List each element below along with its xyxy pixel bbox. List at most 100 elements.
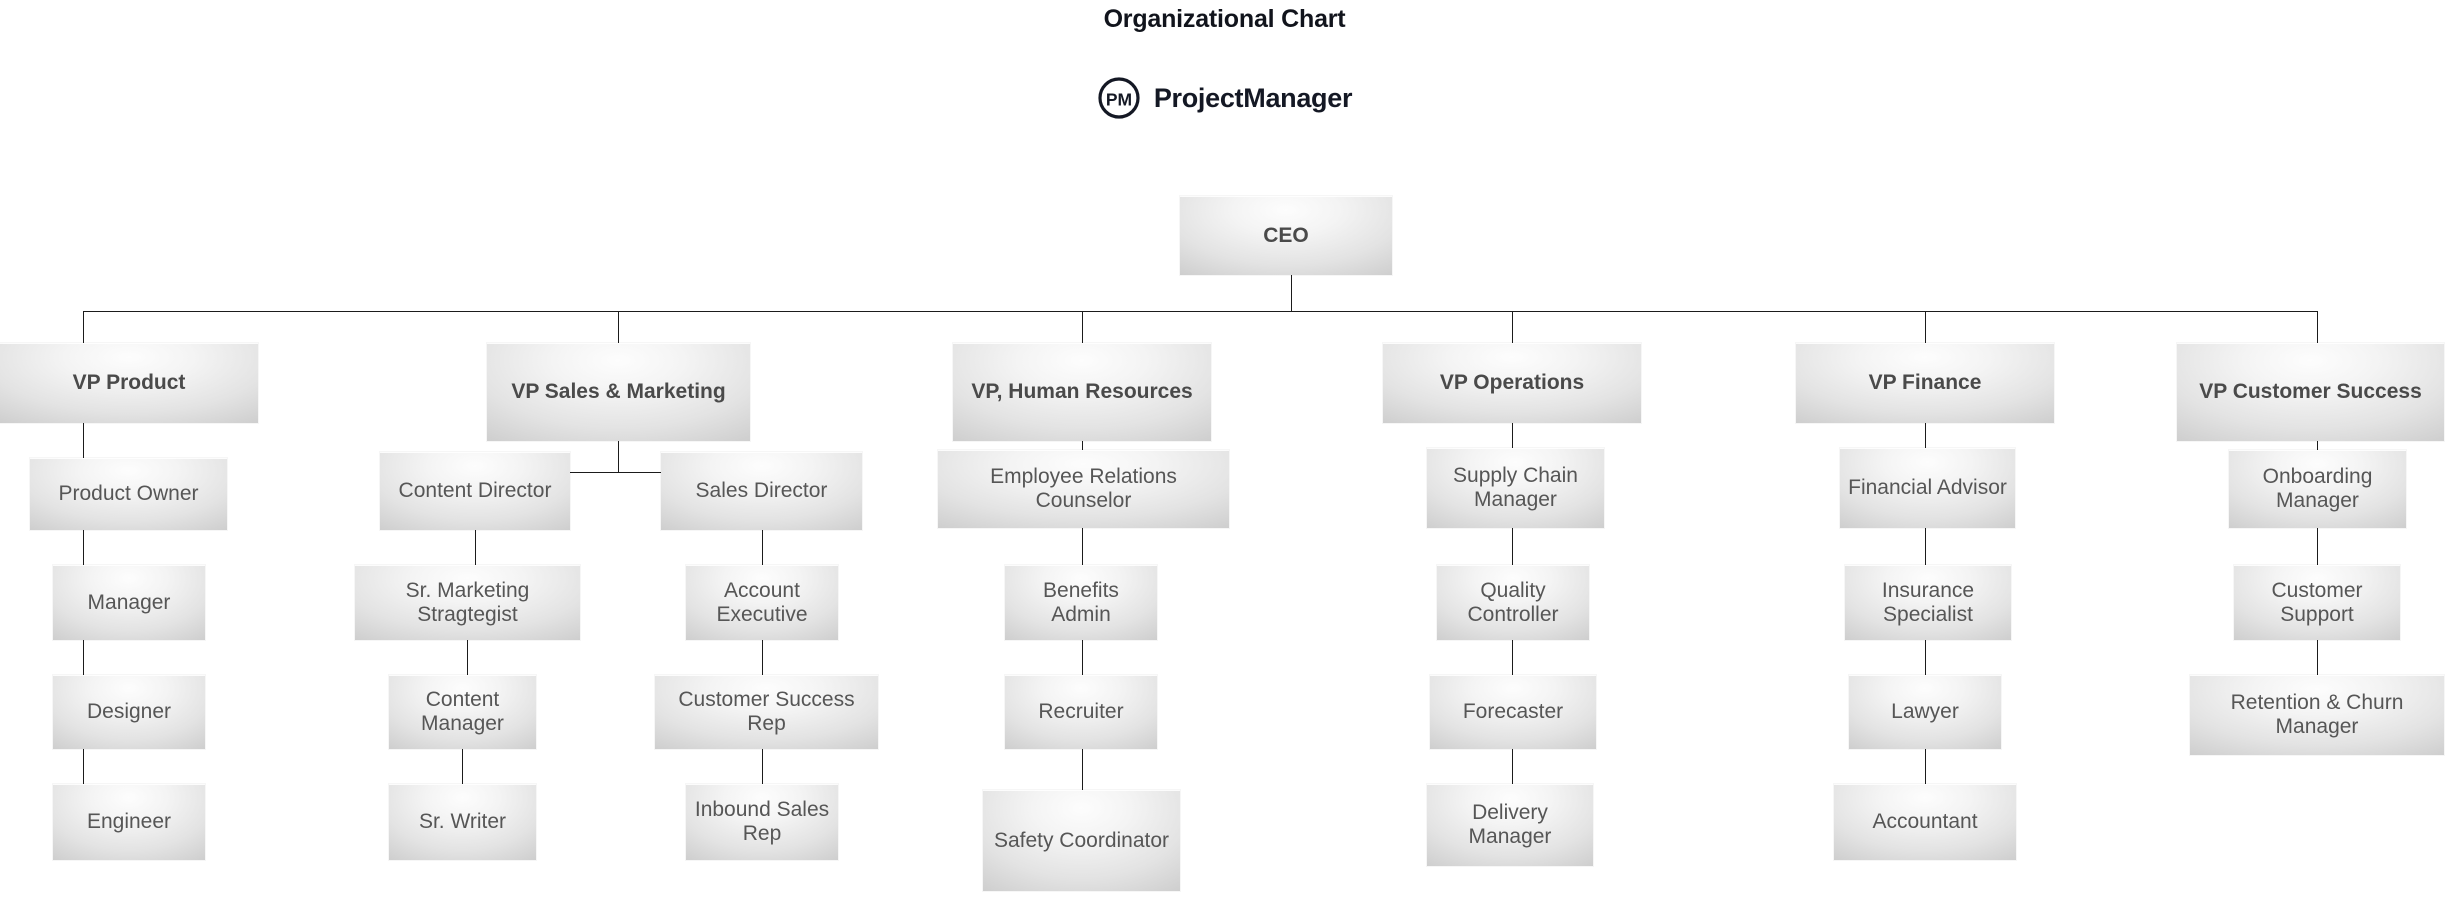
node-lawyer[interactable]: Lawyer xyxy=(1849,675,2001,749)
node-content-director[interactable]: Content Director xyxy=(380,452,570,530)
node-employee-relations-counselor[interactable]: Employee Relations Counselor xyxy=(938,450,1229,528)
node-label: Manager xyxy=(87,590,171,614)
connector-top-bus xyxy=(83,311,2317,312)
node-vp-sales-marketing[interactable]: VP Sales & Marketing xyxy=(487,343,750,441)
node-sr-writer[interactable]: Sr. Writer xyxy=(389,784,536,860)
connector-forecaster-to-delivery-manager xyxy=(1512,749,1513,784)
connector-benefits-admin-to-recruiter xyxy=(1082,640,1083,675)
node-label: Insurance Specialist xyxy=(1881,578,1975,626)
node-label: Customer Success Rep xyxy=(678,688,855,735)
node-vp-hr[interactable]: VP, Human Resources xyxy=(953,343,1211,441)
node-label: Quality Controller xyxy=(1467,578,1559,626)
connector-vp-operations-to-supply-chain xyxy=(1512,423,1513,448)
node-product-owner[interactable]: Product Owner xyxy=(30,458,227,530)
node-label: Designer xyxy=(86,700,172,724)
connector-bus-drop-vp-product xyxy=(83,311,84,343)
node-label: Accountant xyxy=(1872,810,1978,834)
node-insurance-specialist[interactable]: Insurance Specialist xyxy=(1845,565,2011,640)
connector-designer-to-engineer xyxy=(83,749,84,784)
connector-sales-director-to-account-executive xyxy=(762,530,763,565)
node-label: VP Operations xyxy=(1439,371,1585,395)
connector-account-executive-to-customer-success-rep xyxy=(762,640,763,675)
node-manager[interactable]: Manager xyxy=(53,565,205,640)
node-engineer[interactable]: Engineer xyxy=(53,784,205,860)
connector-recruiter-to-safety-coordinator xyxy=(1082,749,1083,790)
node-account-executive[interactable]: Account Executive xyxy=(686,565,838,640)
node-label: VP Sales & Marketing xyxy=(511,380,726,404)
node-label: VP Product xyxy=(72,371,186,395)
connector-content-manager-to-sr-writer xyxy=(462,749,463,784)
node-label: Content Director xyxy=(398,479,552,503)
connector-bus-drop-vp-operations xyxy=(1512,311,1513,343)
connector-sr-marketing-to-content-manager xyxy=(467,640,468,675)
node-label: Inbound Sales Rep xyxy=(694,798,830,845)
node-label: Onboarding Manager xyxy=(2262,465,2373,512)
node-label: Recruiter xyxy=(1038,700,1124,724)
node-label: Engineer xyxy=(86,810,172,834)
connector-lawyer-to-accountant xyxy=(1925,749,1926,784)
node-onboarding-manager[interactable]: Onboarding Manager xyxy=(2229,450,2406,528)
pm-logo-text: PM xyxy=(1106,90,1132,110)
node-accountant[interactable]: Accountant xyxy=(1834,784,2016,860)
node-label: VP, Human Resources xyxy=(971,380,1193,404)
connector-employee-relations-to-benefits-admin xyxy=(1082,528,1083,565)
node-customer-support[interactable]: Customer Support xyxy=(2234,565,2400,640)
connector-onboarding-to-customer-support xyxy=(2317,528,2318,565)
node-vp-finance[interactable]: VP Finance xyxy=(1796,343,2054,423)
node-label: Retention & Churn Manager xyxy=(2230,691,2404,738)
node-content-manager[interactable]: Content Manager xyxy=(389,675,536,749)
node-retention-churn-manager[interactable]: Retention & Churn Manager xyxy=(2190,675,2444,755)
node-vp-customer-success[interactable]: VP Customer Success xyxy=(2177,343,2444,441)
connector-vp-finance-to-financial-advisor xyxy=(1925,423,1926,448)
node-label: Sales Director xyxy=(695,479,828,503)
node-supply-chain-manager[interactable]: Supply Chain Manager xyxy=(1427,448,1604,528)
node-ceo[interactable]: CEO xyxy=(1180,196,1392,275)
node-customer-success-rep[interactable]: Customer Success Rep xyxy=(655,675,878,749)
node-label: Lawyer xyxy=(1891,700,1959,724)
node-designer[interactable]: Designer xyxy=(53,675,205,749)
page-title: Organizational Chart xyxy=(1103,5,1346,33)
node-label: Customer Support xyxy=(2271,578,2363,626)
node-label: Sr. Writer xyxy=(418,810,507,834)
connector-ceo-stem xyxy=(1291,275,1292,311)
connector-vp-product-to-product-owner xyxy=(83,423,84,458)
node-forecaster[interactable]: Forecaster xyxy=(1430,675,1596,749)
node-label: Financial Advisor xyxy=(1848,476,2007,500)
connector-bus-drop-vp-sales xyxy=(618,311,619,343)
node-recruiter[interactable]: Recruiter xyxy=(1005,675,1157,749)
connector-content-director-to-sr-marketing xyxy=(475,530,476,565)
node-label: Content Manager xyxy=(421,688,504,735)
connector-financial-advisor-to-insurance-specialist xyxy=(1925,528,1926,565)
pm-circle-logo-icon: PM xyxy=(1098,77,1140,119)
connector-vp-sales-stem xyxy=(618,441,619,472)
node-delivery-manager[interactable]: Delivery Manager xyxy=(1427,784,1593,866)
node-sr-marketing-stragtegist[interactable]: Sr. Marketing Stragtegist xyxy=(355,565,580,640)
node-inbound-sales-rep[interactable]: Inbound Sales Rep xyxy=(686,784,838,860)
brand-name: ProjectManager xyxy=(1153,82,1353,113)
node-label: VP Customer Success xyxy=(2199,380,2422,404)
node-benefits-admin[interactable]: Benefits Admin xyxy=(1005,565,1157,640)
connector-product-owner-to-manager xyxy=(83,530,84,565)
connector-supply-chain-to-quality-controller xyxy=(1512,528,1513,565)
node-financial-advisor[interactable]: Financial Advisor xyxy=(1840,448,2015,528)
connector-quality-controller-to-forecaster xyxy=(1512,640,1513,675)
node-label: Employee Relations Counselor xyxy=(990,465,1177,512)
node-label: Forecaster xyxy=(1462,700,1564,724)
connector-customer-support-to-retention-churn xyxy=(2317,640,2318,675)
node-label: Sr. Marketing Stragtegist xyxy=(405,578,530,626)
node-label: CEO xyxy=(1263,223,1309,247)
node-safety-coordinator[interactable]: Safety Coordinator xyxy=(983,790,1180,891)
node-label: Supply Chain Manager xyxy=(1453,464,1578,511)
node-label: Delivery Manager xyxy=(1468,801,1552,848)
node-quality-controller[interactable]: Quality Controller xyxy=(1437,565,1589,640)
node-label: Benefits Admin xyxy=(1043,578,1119,626)
connector-customer-success-rep-to-inbound-sales-rep xyxy=(762,749,763,784)
node-sales-director[interactable]: Sales Director xyxy=(661,452,862,530)
node-label: Safety Coordinator xyxy=(993,828,1170,852)
node-label: Account Executive xyxy=(716,578,808,626)
node-vp-product[interactable]: VP Product xyxy=(0,343,258,423)
brand-lockup: PM ProjectManager xyxy=(0,75,2449,121)
node-vp-operations[interactable]: VP Operations xyxy=(1383,343,1641,423)
connector-insurance-specialist-to-lawyer xyxy=(1925,640,1926,675)
